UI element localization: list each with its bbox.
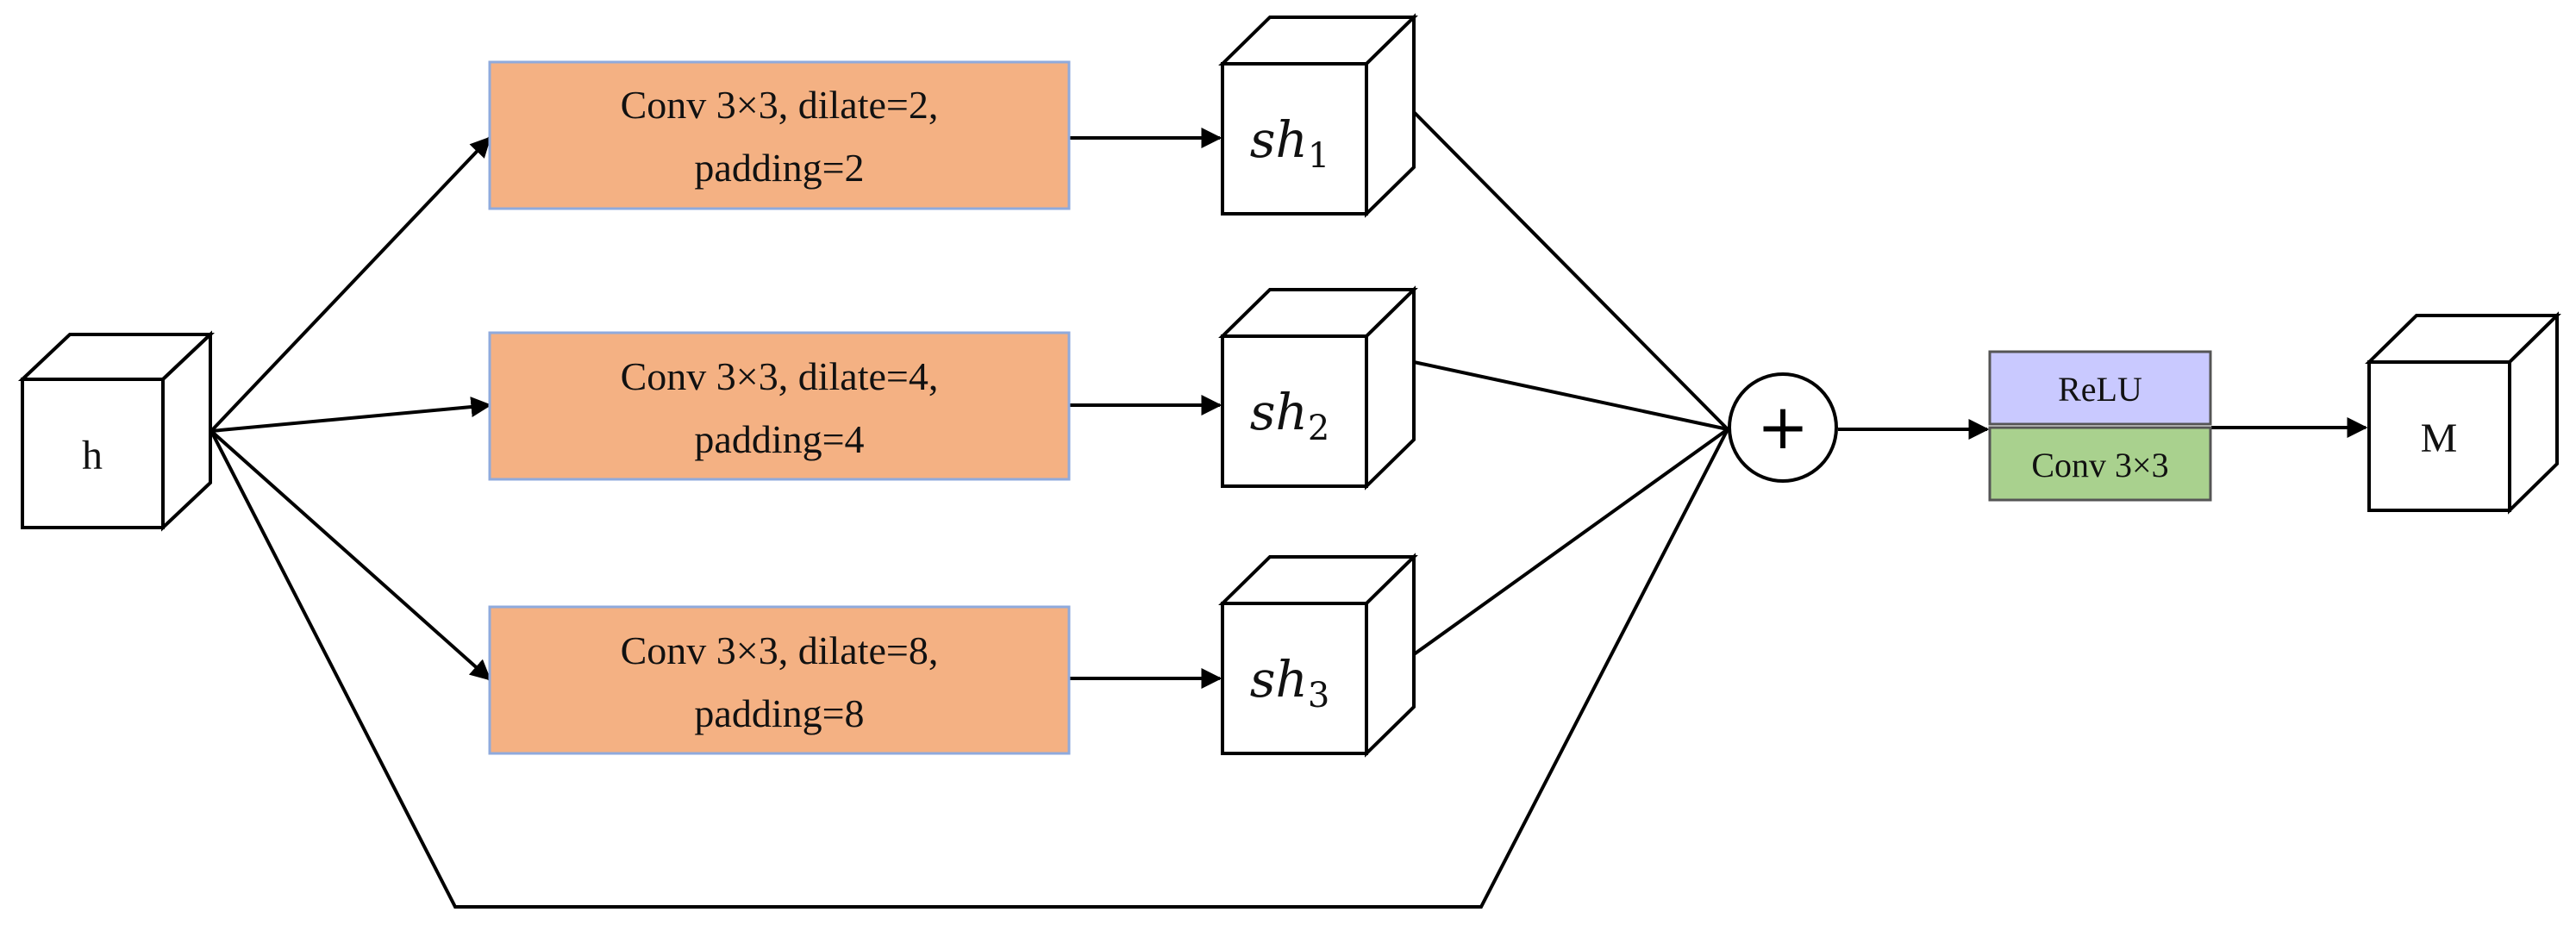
edge-sh3-to-sum [1409, 428, 1729, 659]
sh3-label-sub: 3 [1308, 676, 1329, 715]
edge-sh2-to-sum [1413, 360, 1729, 431]
conv-box-3-line2: padding=8 [694, 691, 864, 735]
conv-box-1: Conv 3×3, dilate=2, padding=2 [488, 60, 1071, 210]
sh2-cube: sh2 [1218, 285, 1418, 490]
sh1-label-base: sh [1250, 110, 1308, 169]
conv-box-2: Conv 3×3, dilate=4, padding=4 [488, 331, 1071, 481]
edge-residual-skip [209, 428, 1729, 909]
relu-box [1988, 350, 2212, 426]
plus-circle-icon [1728, 372, 1838, 483]
output-cube: M [2365, 311, 2561, 515]
sh1-label-sub: 1 [1308, 136, 1329, 176]
sh3-label: sh3 [1250, 650, 1330, 715]
input-cube: h [17, 330, 216, 532]
output-label: M [2421, 416, 2458, 461]
conv-box-3-line1: Conv 3×3, dilate=8, [621, 628, 939, 672]
relu-label: ReLU [2058, 370, 2142, 409]
conv-box-3-rect [488, 605, 1071, 755]
sh3-cube: sh3 [1218, 553, 1418, 758]
conv-box-2-line2: padding=4 [694, 417, 864, 461]
edge-h-to-conv3 [209, 429, 491, 681]
sum-symbol: + [1757, 391, 1809, 463]
sh3-cube-front [1221, 602, 1368, 755]
sh2-label-sub: 2 [1308, 409, 1329, 448]
conv-box-2-line1: Conv 3×3, dilate=4, [621, 354, 939, 398]
conv-box-1-line2: padding=2 [694, 146, 864, 190]
conv-box-2-rect [488, 331, 1071, 481]
sh2-cube-front [1221, 334, 1368, 488]
post-block: ReLU Conv 3×3 [1988, 350, 2212, 502]
sh2-label: sh2 [1250, 383, 1330, 448]
post-conv-box [1988, 426, 2212, 502]
sh1-label: sh1 [1250, 110, 1330, 176]
sh1-cube: sh1 [1218, 13, 1418, 218]
sh1-cube-front [1221, 62, 1368, 216]
edge-sh1-to-sum [1412, 110, 1729, 431]
edge-h-to-conv2 [210, 397, 492, 433]
sh3-label-base: sh [1250, 650, 1308, 709]
connectors [209, 110, 2368, 909]
edge-h-to-conv1 [209, 136, 491, 433]
sh2-label-base: sh [1250, 383, 1308, 441]
conv-box-1-line1: Conv 3×3, dilate=2, [621, 83, 939, 127]
output-cube-front [2367, 360, 2511, 512]
conv-box-1-rect [488, 60, 1071, 210]
post-conv-label: Conv 3×3 [2031, 446, 2168, 484]
input-cube-front [21, 378, 165, 529]
sum-node: + [1728, 372, 1838, 483]
input-label: h [82, 433, 103, 478]
conv-box-3: Conv 3×3, dilate=8, padding=8 [488, 605, 1071, 755]
